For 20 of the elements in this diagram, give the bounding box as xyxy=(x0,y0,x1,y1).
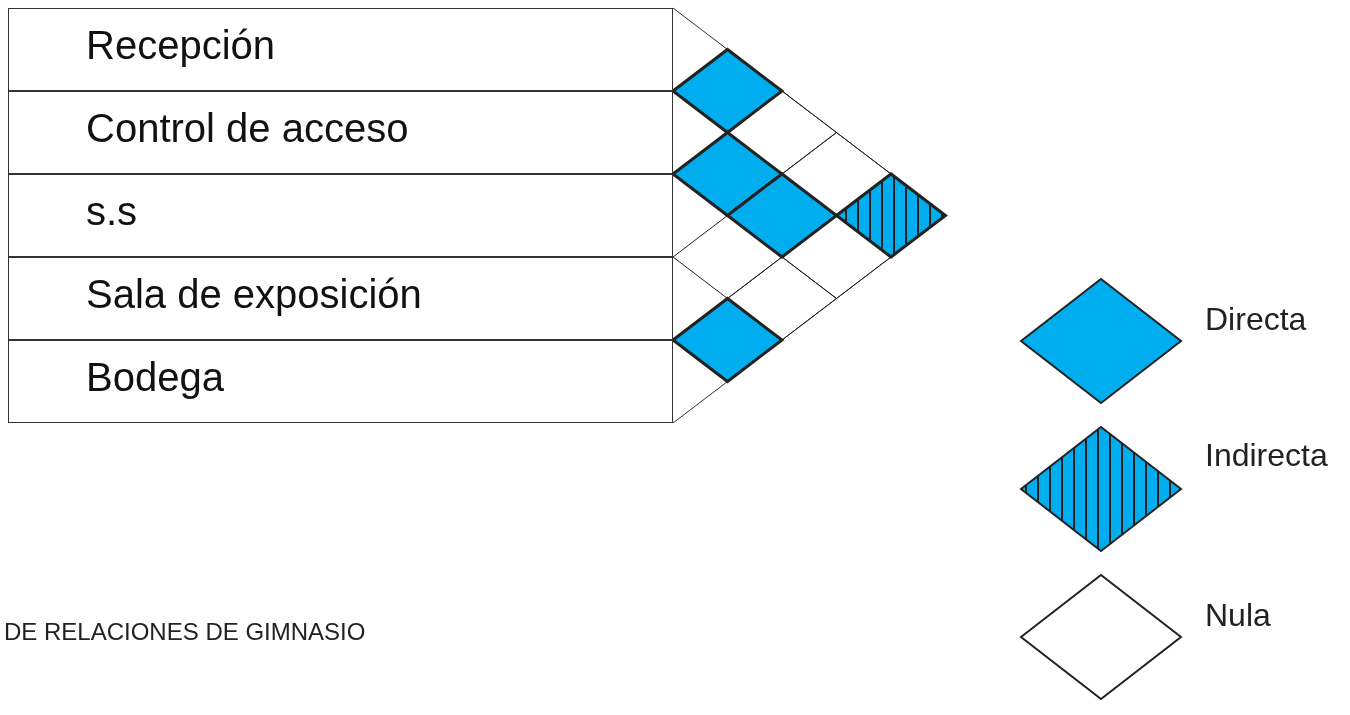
row-cell xyxy=(8,174,673,257)
caption-text: DE RELACIONES DE GIMNASIO xyxy=(4,618,366,646)
relation-diamond xyxy=(670,47,785,135)
row-label: Bodega xyxy=(86,355,224,400)
row-label: Control de acceso xyxy=(86,106,409,151)
relation-diamond xyxy=(672,215,783,299)
row-label: s.s xyxy=(86,189,138,234)
relation-diamond xyxy=(725,172,839,259)
relation-diamond xyxy=(834,172,948,259)
legend-label: Directa xyxy=(1205,301,1307,338)
row-cell xyxy=(8,340,673,423)
row-cell xyxy=(8,91,673,174)
relation-diamond xyxy=(727,256,837,341)
row-label: Sala de exposición xyxy=(86,272,422,317)
legend-label: Nula xyxy=(1205,597,1271,634)
relation-diamond xyxy=(670,296,785,384)
row-cell xyxy=(8,257,673,340)
row-label: Recepción xyxy=(86,23,275,68)
legend-label: Indirecta xyxy=(1205,437,1328,474)
row-cell xyxy=(8,8,673,91)
